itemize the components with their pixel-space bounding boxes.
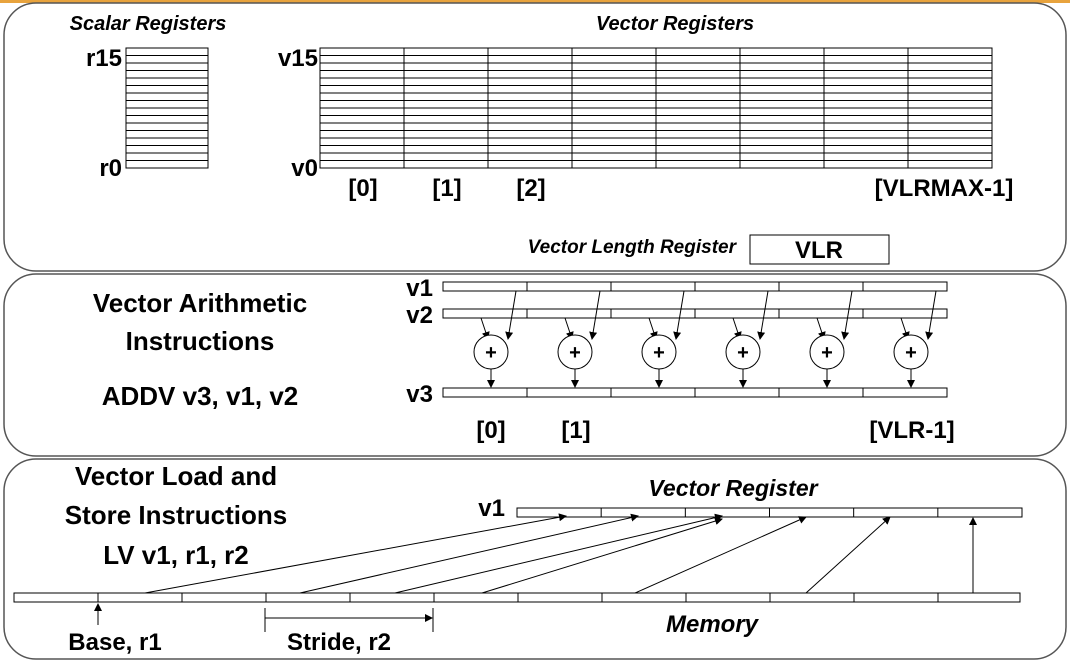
- arith-index-1: [1]: [561, 417, 590, 444]
- vector-registers-title: Vector Registers: [596, 13, 754, 35]
- memory-strip: [13, 592, 1021, 603]
- scalar-top-label: r15: [86, 45, 122, 72]
- load-arrow-1: [299, 513, 639, 594]
- adder-1: +: [557, 290, 601, 388]
- arith-v2-label: v2: [406, 302, 433, 329]
- scalar-registers-title: Scalar Registers: [70, 13, 227, 35]
- adder-op-2: +: [653, 342, 665, 364]
- vreg-index-0: [0]: [348, 175, 377, 202]
- adder-op-4: +: [821, 342, 833, 364]
- arith-index-0: [0]: [476, 417, 505, 444]
- base-label: Base, r1: [68, 629, 161, 656]
- adder-op-5: +: [905, 342, 917, 364]
- scalar-bottom-label: r0: [99, 155, 122, 182]
- arith-v3-label: v3: [406, 381, 433, 408]
- vector-top-label: v15: [278, 45, 318, 72]
- mem-v1-label: v1: [478, 495, 505, 522]
- load-arrows: [144, 513, 977, 594]
- vreg-index-2: [2]: [516, 175, 545, 202]
- adder-0: +: [473, 290, 517, 388]
- top-accent-bar: [0, 0, 1070, 3]
- vlr-box-label: VLR: [795, 237, 843, 264]
- adder-op-0: +: [485, 342, 497, 364]
- arith-instruction: ADDV v3, v1, v2: [102, 381, 299, 411]
- adder-2: +: [641, 290, 685, 388]
- load-arrow-4: [634, 516, 807, 594]
- vlr-label: Vector Length Register: [528, 237, 738, 258]
- mem-instruction: LV v1, r1, r2: [103, 540, 249, 570]
- vector-register-title: Vector Register: [648, 475, 818, 501]
- adder-op-1: +: [569, 342, 581, 364]
- stride-bracket: [264, 608, 434, 632]
- arith-title-line1: Vector Arithmetic: [93, 288, 307, 318]
- load-arrow-5: [805, 516, 891, 594]
- load-arrow-0: [144, 513, 567, 594]
- vreg-index-last: [VLRMAX-1]: [875, 175, 1014, 202]
- adder-units: + + + + + +: [473, 290, 937, 388]
- scalar-register-file: [125, 47, 209, 169]
- arithmetic-panel: [3, 273, 1067, 457]
- load-arrow-3: [481, 517, 723, 594]
- adder-5: +: [893, 290, 937, 388]
- load-vector-register: [516, 507, 1023, 518]
- registers-panel: [3, 2, 1067, 272]
- arith-vector-registers: [442, 281, 948, 398]
- arith-title-line2: Instructions: [126, 326, 275, 356]
- mem-title-line1: Vector Load and: [75, 461, 277, 491]
- adder-3: +: [725, 290, 769, 388]
- adder-op-3: +: [737, 342, 749, 364]
- arith-index-last: [VLR-1]: [869, 417, 954, 444]
- stride-label: Stride, r2: [287, 629, 391, 656]
- vreg-index-1: [1]: [432, 175, 461, 202]
- load-store-panel: [3, 458, 1067, 660]
- memory-label: Memory: [666, 611, 760, 638]
- adder-4: +: [809, 290, 853, 388]
- vlr-box: [749, 234, 890, 265]
- vector-register-file: [319, 47, 993, 169]
- mem-title-line2: Store Instructions: [65, 500, 287, 530]
- vector-bottom-label: v0: [291, 155, 318, 182]
- load-arrow-2: [394, 513, 723, 594]
- arith-v1-label: v1: [406, 275, 433, 302]
